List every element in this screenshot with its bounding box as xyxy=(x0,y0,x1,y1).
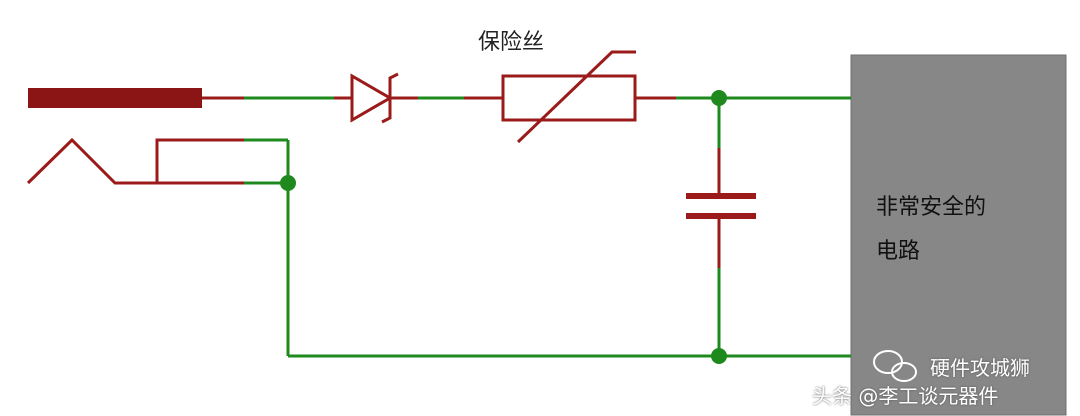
wires xyxy=(244,96,851,358)
fuse-symbol xyxy=(464,50,676,144)
watermark-source: 头条 @李工谈元器件 xyxy=(812,384,999,408)
protected-circuit-label-line2: 电路 xyxy=(876,239,921,264)
junction-dot xyxy=(280,175,296,191)
diode-symbol xyxy=(334,72,418,124)
fuse-body xyxy=(501,74,637,122)
capacitor-plate-bottom xyxy=(686,213,756,219)
fuse-variable-slash xyxy=(516,50,636,144)
junction-dot xyxy=(711,348,727,364)
input-jack xyxy=(26,137,244,185)
junction-dot xyxy=(711,90,727,106)
jack-spring-contact xyxy=(26,137,244,185)
watermark-account: 硬件攻城狮 xyxy=(930,356,1030,380)
capacitor-plate-top xyxy=(686,193,756,199)
jack-sleeve xyxy=(155,138,244,183)
wechat-icon xyxy=(873,350,917,382)
dc-plug-bar xyxy=(28,88,202,108)
dc-input-plug xyxy=(28,88,244,108)
protected-circuit-label-line1: 非常安全的 xyxy=(876,195,987,220)
diode-triangle xyxy=(350,73,393,123)
fuse-label: 保险丝 xyxy=(478,30,545,55)
capacitor-symbol xyxy=(686,148,756,268)
junctions xyxy=(280,90,727,364)
protected-circuit-label: 非常安全的 电路 xyxy=(876,186,986,274)
protected-circuit-block xyxy=(850,54,1067,416)
